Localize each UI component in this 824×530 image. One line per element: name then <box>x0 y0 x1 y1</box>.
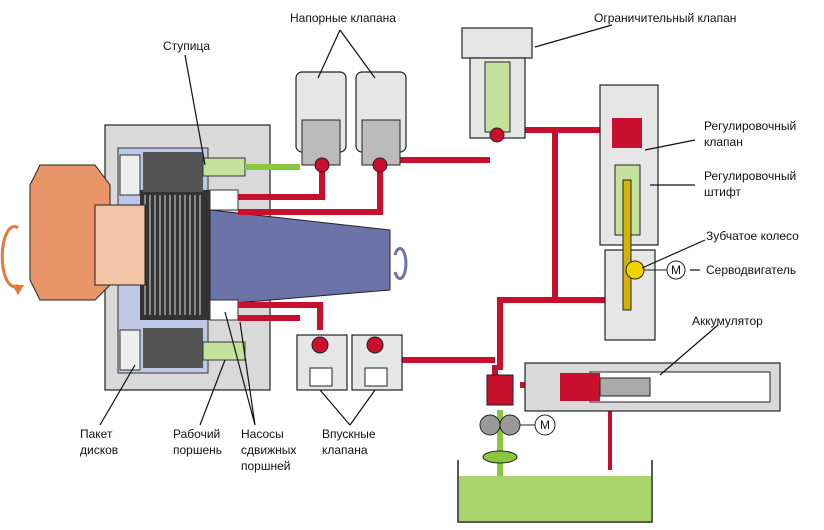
drive-gear <box>0 164 146 301</box>
label-gear-wheel: Зубчатое колесо <box>706 229 799 243</box>
label-working-piston-line1: Рабочий <box>173 427 220 441</box>
inlet-valve-2 <box>351 334 403 391</box>
rotation-arrow-icon <box>0 225 19 288</box>
limit-valve <box>461 27 533 143</box>
working-piston-bottom <box>202 341 246 361</box>
label-piston-pumps-line2: сдвижных <box>241 443 296 457</box>
label-inlet-valves-line1: Впускные <box>322 427 376 441</box>
leader-lines <box>99 24 719 426</box>
oil-tank <box>457 460 653 523</box>
label-control-pin-line1: Регулировочный <box>704 169 796 183</box>
output-shaft <box>209 209 408 306</box>
pump-piston-1 <box>209 189 239 211</box>
oil-pump: M <box>479 374 556 464</box>
pressure-lines <box>238 127 640 470</box>
shaft-rotation-icon <box>393 247 408 280</box>
label-limit-valve: Ограничительный клапан <box>594 11 736 25</box>
gear-wheel <box>625 260 645 280</box>
servo-motor <box>666 260 686 280</box>
pump-motor <box>534 414 556 436</box>
label-working-piston-line2: поршень <box>173 443 222 457</box>
label-control-valve-line1: Регулировочный <box>704 119 796 133</box>
label-disc-pack-line1: Пакет <box>80 427 113 441</box>
label-hub: Ступица <box>163 39 210 53</box>
working-piston-top <box>202 157 246 177</box>
pressure-valve-1 <box>295 71 347 173</box>
label-disc-pack-line2: дисков <box>80 443 118 457</box>
servo-motor-symbol: M <box>671 263 681 277</box>
label-control-valve-line2: клапан <box>704 135 743 149</box>
pump-motor-symbol: M <box>540 418 550 432</box>
pressure-valve-2 <box>355 71 407 173</box>
pump-piston-2 <box>209 299 239 321</box>
label-inlet-valves-line2: клапана <box>322 443 368 457</box>
accumulator <box>524 362 781 412</box>
label-pressure-valves: Напорные клапана <box>290 11 396 25</box>
label-control-pin-line2: штифт <box>704 185 741 199</box>
label-piston-pumps-line1: Насосы <box>241 427 284 441</box>
label-piston-pumps-line3: поршней <box>241 459 290 473</box>
oil-filter <box>482 450 518 464</box>
control-valve-unit: M <box>599 84 686 341</box>
inlet-valve-1 <box>296 334 348 391</box>
label-servo-motor: Серводвигатель <box>706 263 796 277</box>
label-accumulator: Аккумулятор <box>692 314 763 328</box>
